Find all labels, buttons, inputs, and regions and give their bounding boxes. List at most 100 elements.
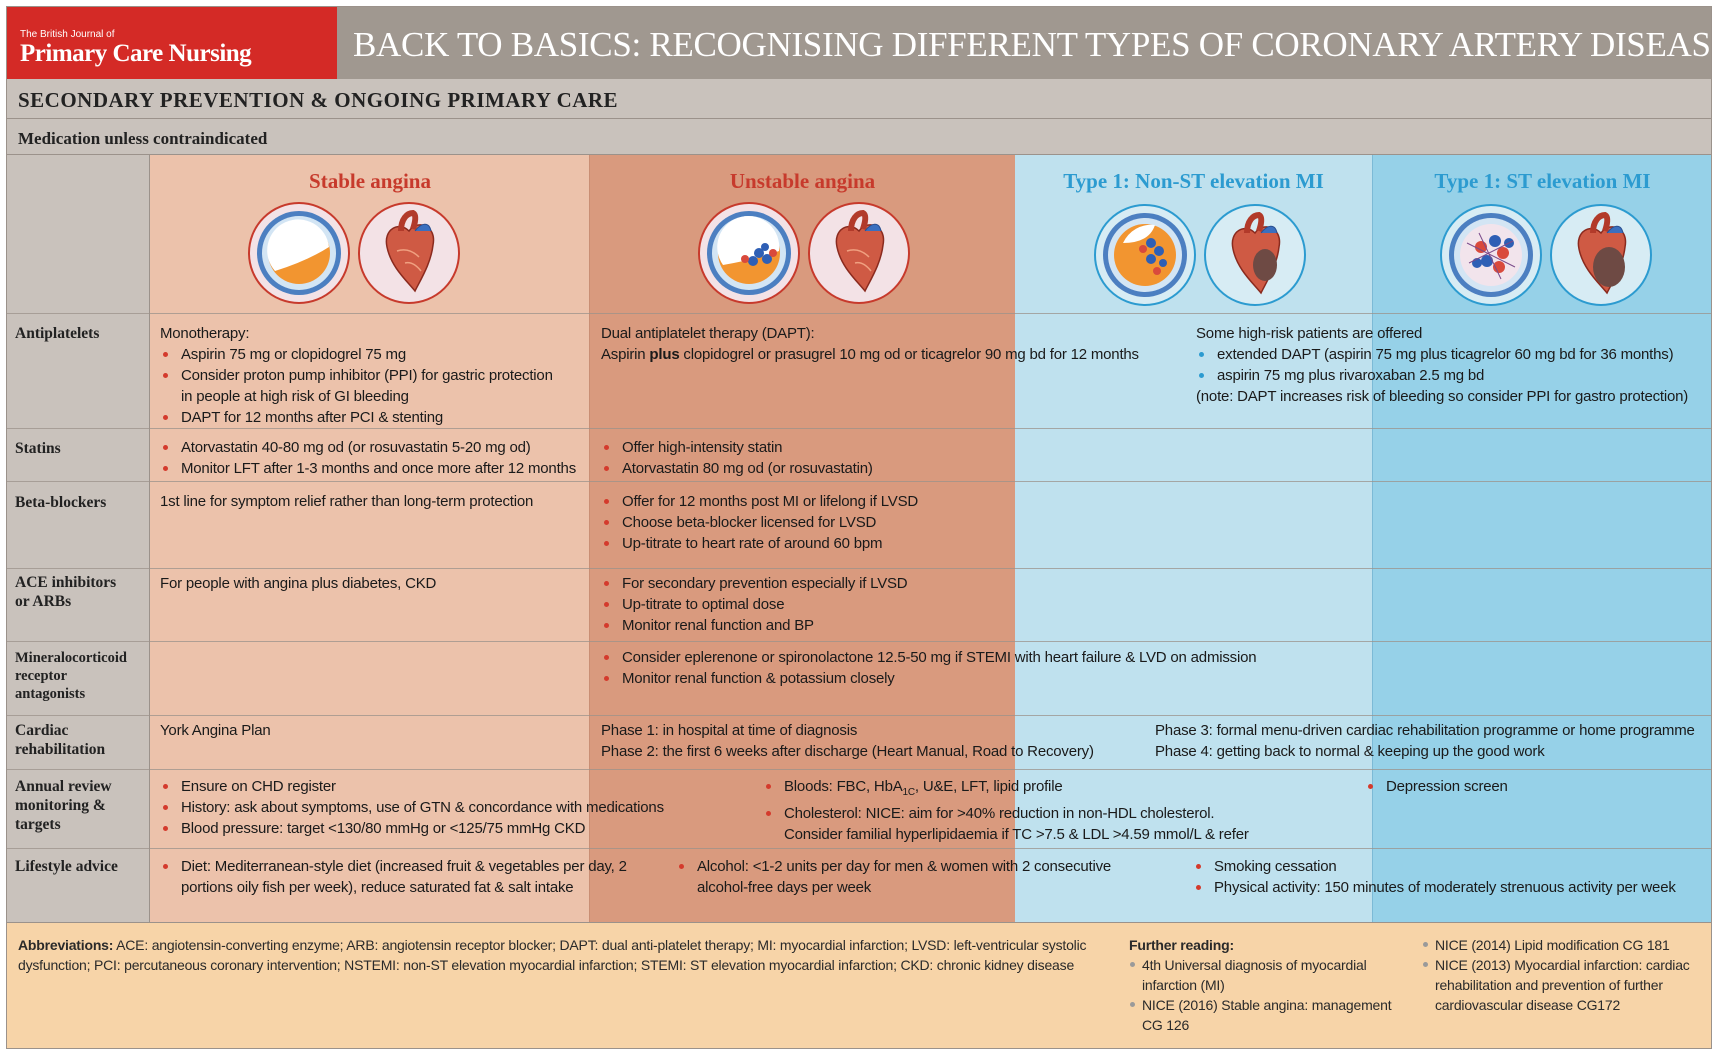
antiplatelets-high-risk: Some high-risk patients are offered exte… [1196,323,1688,407]
row-divider [7,715,1711,716]
beta-stable: 1st line for symptom relief rather than … [160,493,534,510]
list-item: Consider eplerenone or spironolactone 12… [601,647,1257,668]
row-divider [7,641,1711,642]
page-title: BACK TO BASICS: RECOGNISING DIFFERENT TY… [353,25,1712,64]
row-label-column [7,155,150,922]
reference-item: NICE (2013) Myocardial infarction: cardi… [1422,955,1702,1015]
row-divider [7,313,1711,314]
heart-stable-icon [358,202,460,304]
rehab-phase: Phase 3: formal menu-driven cardiac reha… [1155,722,1695,739]
statins-stable: Atorvastatin 40-80 mg od (or rosuvastati… [160,437,576,479]
list-item: extended DAPT (aspirin 75 mg plus ticagr… [1196,344,1688,365]
ace-acs: For secondary prevention especially if L… [601,573,908,636]
dapt-text: Aspirin [601,346,650,363]
row-label-rehab-line: rehabilitation [15,741,106,758]
logo-small-text: The British Journal of [20,29,115,40]
subtitle: Medication unless contraindicated [18,129,268,148]
heart-nstemi-icon [1204,204,1306,306]
dapt-text: clopidogrel or prasugrel 10 mg od or tic… [679,346,1139,363]
lifestyle-alcohol: Alcohol: <1-2 units per day for men & wo… [676,856,1111,898]
column-heading-stable: Stable angina [309,169,431,193]
lifestyle-smoking-activity: Smoking cessation Physical activity: 150… [1193,856,1676,898]
column-heading-unstable: Unstable angina [729,169,876,193]
reference-item: 4th Universal diagnosis of myocardial in… [1129,955,1409,995]
cell-text: Monotherapy: [160,325,250,342]
list-item-continued: alcohol-free days per week [697,879,872,896]
bloods-subscript: 1C [902,787,916,798]
list-item: Up-titrate to optimal dose [601,594,907,615]
list-item-bloods: Bloods: FBC, HbA1C, U&E, LFT, lipid prof… [763,776,1249,803]
row-label-ace-line: or ARBs [15,593,72,610]
title-bar: The British Journal of Primary Care Nurs… [7,7,1712,79]
dapt-plus: plus [649,346,680,363]
list-item: Monitor renal function and BP [601,615,907,636]
row-label-rehab-line: Cardiac [15,722,69,739]
rehab-stable: York Angina Plan [160,722,271,739]
list-item: History: ask about symptoms, use of GTN … [160,797,664,818]
artery-unstable-icon [698,202,800,304]
further-reading-more: NICE (2014) Lipid modification CG 181 NI… [1422,935,1702,1015]
column-heading-stemi: Type 1: ST elevation MI [1434,169,1651,193]
cell-text: Dual antiplatelet therapy (DAPT): [601,325,815,342]
rehab-phase: Phase 2: the first 6 weeks after dischar… [601,743,1094,760]
row-label-lifestyle: Lifestyle advice [15,858,118,875]
list-item: Alcohol: <1-2 units per day for men & wo… [676,856,1111,877]
row-divider [7,481,1711,482]
annual-review-left: Ensure on CHD register History: ask abou… [160,776,664,839]
list-item: Ensure on CHD register [160,776,664,797]
cell-note: (note: DAPT increases risk of bleeding s… [1196,388,1689,405]
list-item-continued: in people at high risk of GI bleeding [181,388,409,405]
abbreviations-text: ACE: angiotensin-converting enzyme; ARB:… [18,937,1087,973]
bloods-text: , U&E, LFT, lipid profile [914,778,1063,795]
bloods-text: Bloods: FBC, HbA [784,778,903,795]
rehab-phases-3-4: Phase 3: formal menu-driven cardiac reha… [1155,720,1695,762]
list-item: DAPT for 12 months after PCI & stenting [160,407,553,428]
artery-nstemi-icon [1094,204,1196,306]
subheading: Medication unless contraindicated [7,119,1711,155]
list-item: Smoking cessation [1193,856,1676,877]
list-item: Blood pressure: target <130/80 mmHg or <… [160,818,664,839]
further-reading: Further reading: 4th Universal diagnosis… [1129,935,1409,1035]
row-divider [7,568,1711,569]
list-item: Up-titrate to heart rate of around 60 bp… [601,533,918,554]
journal-logo: The British Journal of Primary Care Nurs… [7,7,337,79]
mra-acs: Consider eplerenone or spironolactone 12… [601,647,1257,689]
artery-stemi-icon [1440,204,1542,306]
annual-review-right: Depression screen [1365,776,1508,797]
artery-stable-icon [248,202,350,304]
lifestyle-diet: Diet: Mediterranean-style diet (increase… [160,856,627,898]
column-heading-nstemi: Type 1: Non-ST elevation MI [1063,169,1324,193]
list-item: For secondary prevention especially if L… [601,573,908,594]
dapt-regimen: Aspirin plus clopidogrel or prasugrel 10… [601,344,1139,365]
row-label-antiplatelets: Antiplatelets [15,325,100,342]
row-label-beta-blockers: Beta-blockers [15,494,107,511]
row-label-annual-line: Annual review [15,778,112,795]
list-item: Choose beta-blocker licensed for LVSD [601,512,918,533]
beta-acs: Offer for 12 months post MI or lifelong … [601,491,918,554]
section-heading: SECONDARY PREVENTION & ONGOING PRIMARY C… [7,79,1711,119]
further-reading-label: Further reading: [1129,937,1234,953]
rehab-phase: Phase 4: getting back to normal & keepin… [1155,743,1545,760]
row-label-rehab: Cardiac rehabilitation [15,721,105,759]
antiplatelets-stable: Monotherapy: Aspirin 75 mg or clopidogre… [160,323,553,428]
abbreviations-label: Abbreviations: [18,937,114,953]
row-label-ace: ACE inhibitors or ARBs [15,573,116,611]
row-divider [7,769,1711,770]
reference-item: NICE (2016) Stable angina: management CG… [1129,995,1409,1035]
list-item: Cholesterol: NICE: aim for >40% reductio… [763,803,1249,824]
heart-unstable-icon [808,202,910,304]
list-item: Offer for 12 months post MI or lifelong … [601,491,918,512]
poster: The British Journal of Primary Care Nurs… [6,6,1712,1049]
list-item-continued: Consider familial hyperlipidaemia if TC … [784,826,1249,843]
list-item: Diet: Mediterranean-style diet (increase… [160,856,627,877]
list-item: Monitor renal function & potassium close… [601,668,1256,689]
list-item: Atorvastatin 40-80 mg od (or rosuvastati… [160,437,576,458]
list-item: Physical activity: 150 minutes of modera… [1193,877,1676,898]
list-item: Monitor LFT after 1-3 months and once mo… [160,458,576,479]
list-item: Depression screen [1365,776,1508,797]
list-item: aspirin 75 mg plus rivaroxaban 2.5 mg bd [1196,365,1688,386]
row-divider [7,848,1711,849]
row-label-ace-line: ACE inhibitors [15,574,117,591]
row-label-annual-line: monitoring & [15,797,106,814]
